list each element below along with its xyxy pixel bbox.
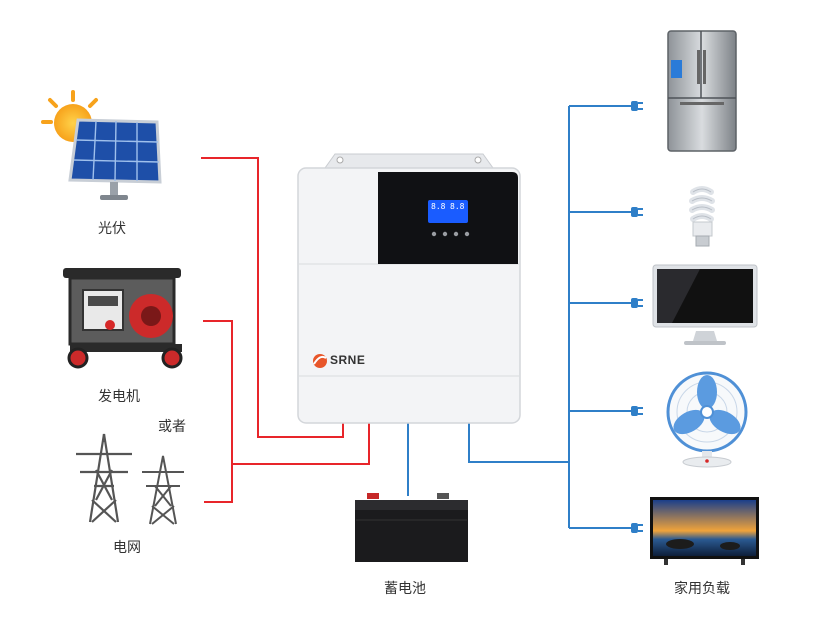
- inverter: [297, 153, 521, 424]
- input-wires: [201, 157, 370, 503]
- srne-logo-icon: [313, 354, 327, 368]
- fan-icon: [666, 371, 748, 468]
- generator-wire: [203, 320, 233, 503]
- television-icon: [650, 497, 759, 565]
- lcd-readout-2: 8.8: [450, 202, 465, 211]
- or-label: 或者: [158, 419, 186, 435]
- monitor-icon: [652, 264, 758, 345]
- lcd-readout-1: 8.8: [431, 202, 446, 211]
- transmission-tower-icon: [76, 433, 132, 523]
- light-bulb-icon: [689, 186, 715, 247]
- generator-icon: [63, 268, 183, 369]
- transmission-tower-icon: [142, 455, 184, 525]
- solar-label: 光伏: [98, 221, 126, 237]
- generator-label: 发电机: [98, 389, 140, 405]
- battery-icon: [355, 493, 468, 562]
- lcd-display: [428, 200, 468, 223]
- brand-logo-text: SRNE: [330, 353, 366, 367]
- grid-label: 电网: [113, 540, 141, 556]
- refrigerator-icon: [667, 30, 737, 152]
- grid-wire: [232, 422, 370, 465]
- solar-panel-icon: [68, 118, 162, 200]
- plug-icon: [631, 101, 643, 533]
- loads-label: 家用负载: [674, 581, 730, 597]
- load-trunk: [468, 422, 569, 463]
- solar-wire: [201, 157, 344, 438]
- output-wires: [407, 105, 632, 529]
- battery-label: 蓄电池: [384, 581, 426, 597]
